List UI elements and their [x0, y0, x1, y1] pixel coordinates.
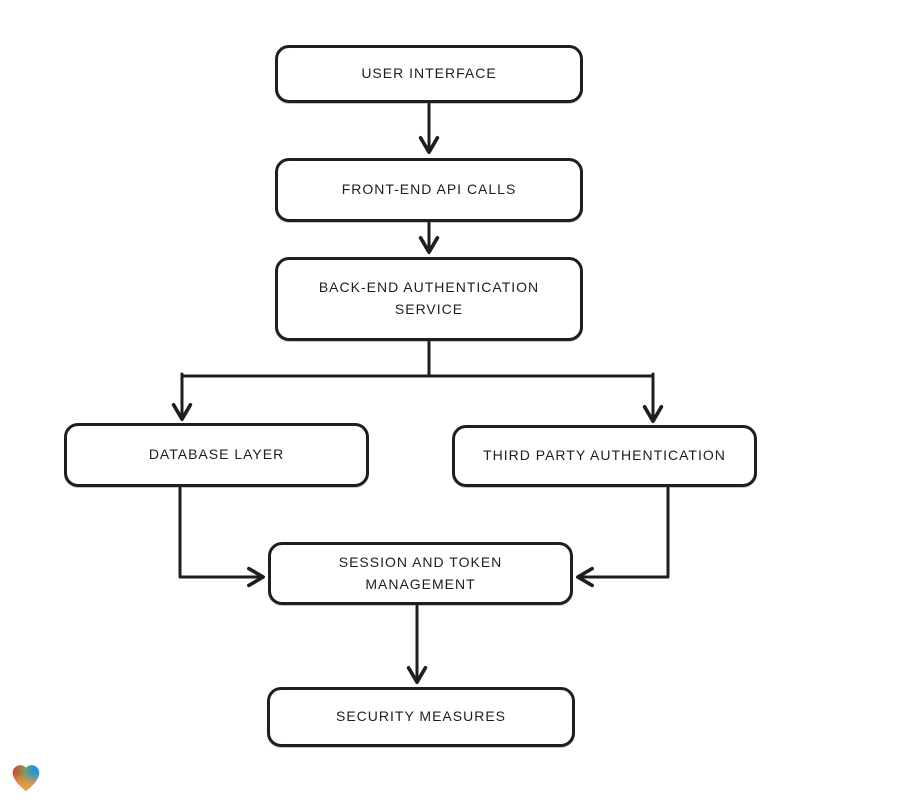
gradient-heart-logo[interactable] [6, 756, 46, 796]
node-session-and-token-management[interactable]: SESSION AND TOKEN MANAGEMENT [268, 542, 573, 605]
node-label: DATABASE LAYER [148, 446, 285, 463]
node-security-measures[interactable]: SECURITY MEASURES [267, 687, 575, 747]
edge-database-to-session [178, 486, 265, 588]
heart-shape-overlay [12, 765, 40, 791]
node-label: THIRD PARTY AUTHENTICATION [483, 447, 726, 464]
node-label: FRONT-END API CALLS [341, 181, 517, 198]
node-label: SECURITY MEASURES [336, 708, 506, 725]
node-label: USER INTERFACE [361, 65, 497, 82]
node-third-party-authentication[interactable]: THIRD PARTY AUTHENTICATION [452, 425, 757, 487]
node-label: BACK-END AUTHENTICATION SERVICE [318, 279, 540, 317]
edge-third-party-to-session [576, 486, 670, 588]
edge-back-end-branch [171, 340, 664, 423]
node-database-layer[interactable]: DATABASE LAYER [64, 423, 369, 487]
node-back-end-authentication-service[interactable]: BACK-END AUTHENTICATION SERVICE [275, 257, 583, 341]
node-front-end-api-calls[interactable]: FRONT-END API CALLS [275, 158, 583, 222]
node-user-interface[interactable]: USER INTERFACE [275, 45, 583, 103]
node-label: SESSION AND TOKEN MANAGEMENT [338, 553, 503, 592]
